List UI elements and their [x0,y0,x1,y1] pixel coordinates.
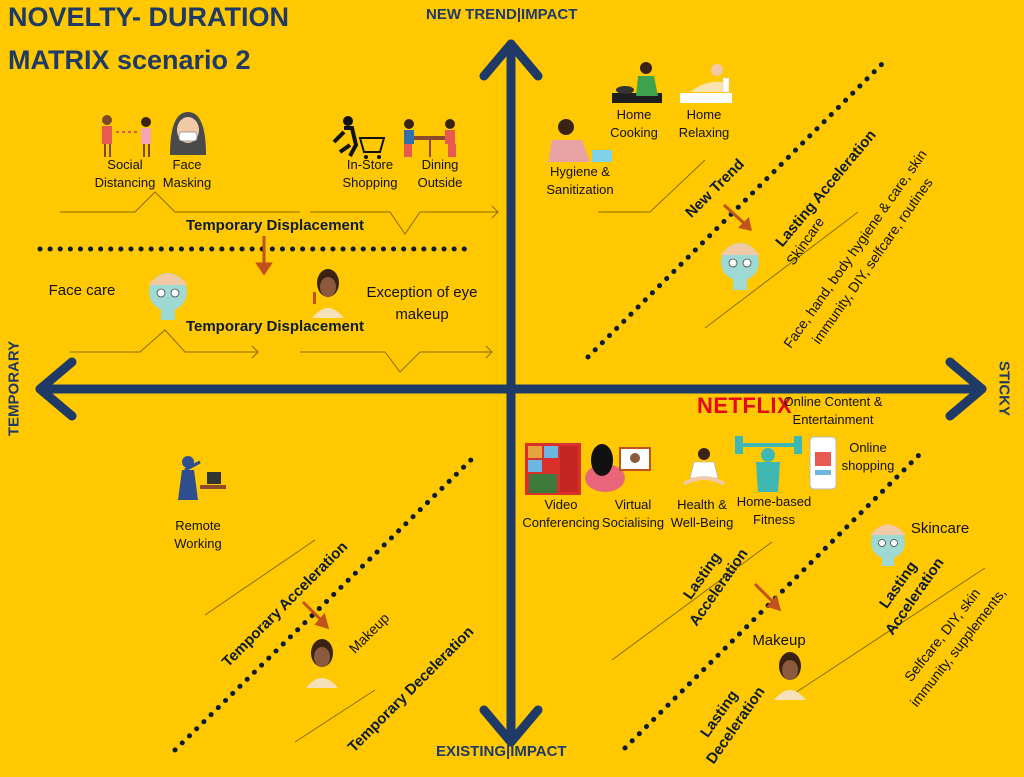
orange-arrows [255,203,782,630]
hygiene-sanitization-label: Hygiene & Sanitization [546,164,614,197]
remote-working-label: Remote Working [174,518,222,551]
dotted-diagonal-top-right [585,57,889,360]
social-distancing-icon [102,115,151,157]
in-store-shopping-label: In-Store Shopping [342,157,398,190]
eye-makeup-icon [312,269,344,318]
online-content-label: Online Content & Entertainment [783,394,883,427]
axis-label-bottom: EXISTING|IMPACT [436,743,567,760]
face-care-icon [148,273,188,320]
face-care-label: Face care [48,282,116,299]
axis-label-right: STICKY [995,360,1013,416]
health-wellbeing-label: Health & Well-Being [670,497,734,530]
arrowhead-left [35,357,77,421]
skincare-face-icon-1 [720,243,760,290]
makeup-bottom-right-label: Makeup [752,632,806,649]
home-cooking-label: Home Cooking [610,107,658,140]
arrowhead-up [479,39,543,81]
title-line-2: MATRIX scenario 2 [8,45,251,75]
home-cooking-icon [612,62,662,103]
face-masking-icon [170,112,206,155]
virtual-socialising-icon [585,444,651,492]
makeup-icon-1 [306,639,338,688]
video-conferencing-icon [525,443,581,495]
eye-makeup-label: Exception of eye makeup [366,284,478,323]
axes [35,39,987,747]
temporary-displacement-label-1: Temporary Displacement [185,217,365,234]
thin-guides [60,159,986,743]
dining-outside-icon [404,119,456,157]
netflix-logo: NETFLIX [697,393,793,418]
home-fitness-icon [735,436,802,492]
title-line-1: NOVELTY- DURATION [8,2,289,32]
online-shopping-icon [809,436,837,490]
online-shopping-label: Online shopping [841,440,895,473]
social-distancing-label: Social Distancing [94,157,156,190]
face-masking-label: Face Masking [162,157,212,190]
home-fitness-label: Home-based Fitness [736,494,812,527]
axis-label-left: TEMPORARY [5,340,23,437]
dotted-diagonal-bottom-left [172,452,479,753]
arrowhead-down [479,705,543,747]
skincare-face-icon-2 [870,524,906,566]
makeup-icon-2 [774,652,806,700]
remote-working-icon [178,456,226,500]
arrowhead-right [945,357,987,421]
home-relaxing-icon [680,64,732,103]
axis-label-top: NEW TREND|IMPACT [426,6,578,23]
dining-outside-label: Dining Outside [417,157,463,190]
temporary-displacement-label-2: Temporary Displacement [185,318,365,335]
in-store-shopping-icon [332,116,386,159]
health-wellbeing-icon [682,448,726,486]
skincare-bottom-label: Skincare [910,520,970,537]
hygiene-sanitization-icon [548,119,612,162]
video-conferencing-label: Video Conferencing [522,497,600,530]
dotted-guides [37,57,923,753]
dotted-diagonal-bottom-right [622,451,923,751]
home-relaxing-label: Home Relaxing [678,107,730,140]
virtual-socialising-label: Virtual Socialising [601,497,665,530]
